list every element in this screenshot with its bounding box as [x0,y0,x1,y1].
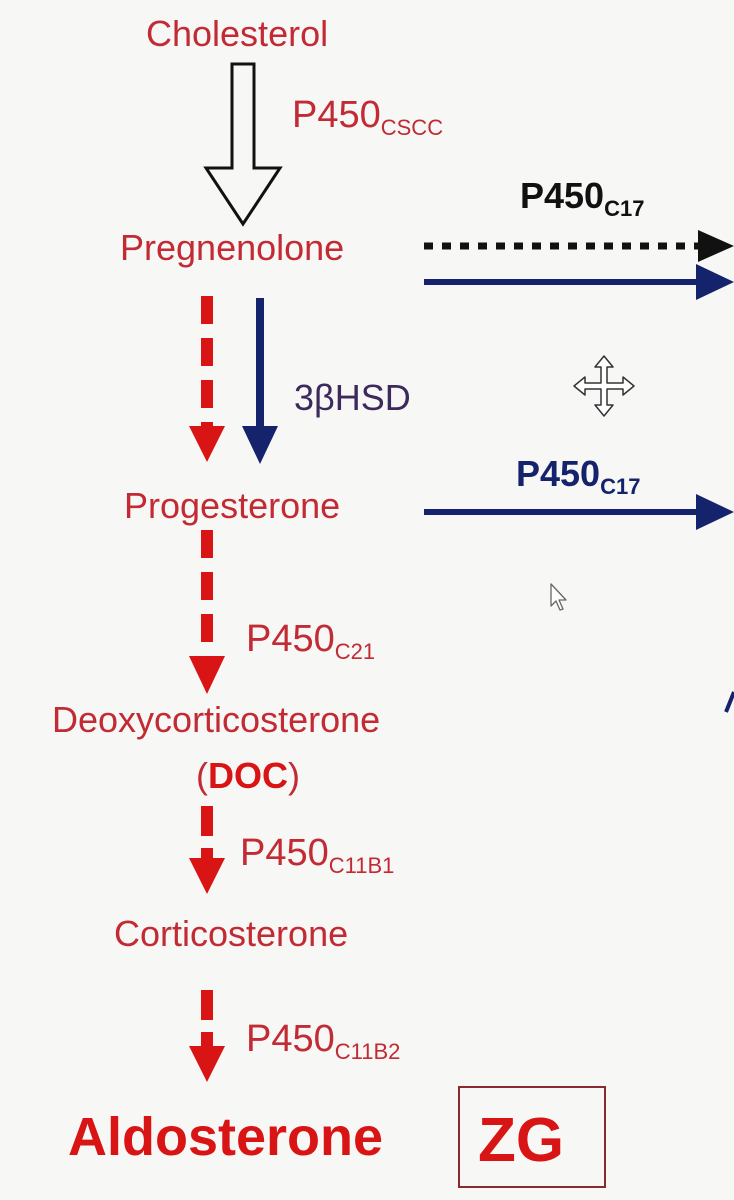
navy-arrow-head-down [242,426,278,464]
enzyme-c17-mid: P450C17 [516,456,640,498]
enzyme-c21: P450C21 [246,620,375,663]
navy-arrow-head-top [696,264,734,300]
compound-corticosterone: Corticosterone [114,913,349,954]
dotted-arrow-head [698,230,734,262]
enzyme-c17-top: P450C17 [520,178,644,220]
enzyme-cscc-sub: CSCC [380,115,444,140]
enzyme-c11b1-sub: C11B1 [328,853,395,878]
red-arrow-head-3 [189,858,225,894]
doc-open-paren: ( [196,755,208,796]
zone-label: ZG [478,1106,565,1175]
enzyme-c11b2-base: P450 [246,1018,335,1060]
enzyme-c17-top-sub: C17 [604,196,645,221]
enzyme-c11b2-sub: C11B2 [334,1039,401,1064]
move-cursor-icon [573,355,635,417]
enzyme-c21-base: P450 [246,618,335,660]
compound-progesterone: Progesterone [124,485,341,526]
doc-close-paren: ) [288,755,300,796]
compound-deoxycorticosterone: Deoxycorticosterone [52,699,381,740]
partial-navy-arrow-edge [724,691,734,713]
enzyme-c11b1-base: P450 [240,832,329,874]
enzyme-cscc-base: P450 [292,94,381,136]
compound-aldosterone: Aldosterone [68,1107,384,1167]
enzyme-3bhsd: 3βHSD [294,377,411,418]
compound-pregnenolone: Pregnenolone [120,227,345,268]
enzyme-c17-top-base: P450 [520,175,605,216]
red-arrow-head-4 [189,1046,225,1082]
enzyme-c11b2: P450C11B2 [246,1020,400,1063]
zone-box [458,1086,606,1188]
hollow-arrow-cholesterol-pregnenolone [203,62,283,227]
enzyme-c17-mid-sub: C17 [600,474,641,499]
navy-arrow-head-mid [696,494,734,530]
red-arrow-head-2 [189,656,225,694]
compound-doc: (DOC) [196,758,300,794]
red-arrow-head-1 [189,426,225,462]
enzyme-cscc: P450CSCC [292,96,443,139]
mouse-pointer-icon [550,583,567,611]
doc-abbreviation: DOC [208,755,288,796]
enzyme-c21-sub: C21 [334,639,376,664]
enzyme-c17-mid-base: P450 [516,453,601,494]
enzyme-c11b1: P450C11B1 [240,834,394,877]
compound-cholesterol: Cholesterol [146,13,329,54]
